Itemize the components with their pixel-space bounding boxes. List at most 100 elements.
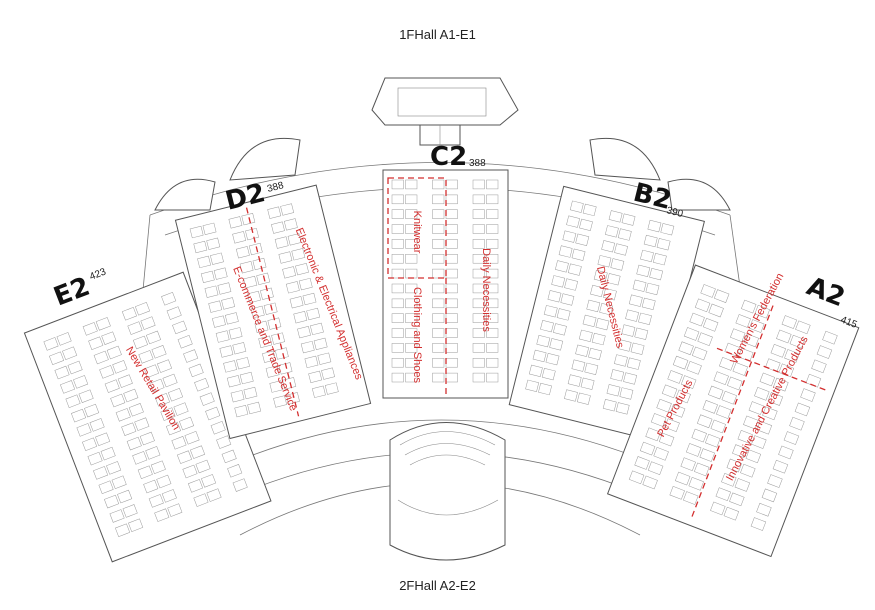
booth [250, 305, 265, 319]
booth [204, 285, 219, 298]
booth [187, 479, 204, 493]
booth [727, 376, 743, 391]
booth [680, 375, 697, 389]
booth [82, 437, 98, 451]
booth [109, 509, 125, 523]
booth [269, 380, 284, 393]
booth [776, 329, 792, 344]
booth [321, 367, 335, 380]
booth [700, 284, 716, 298]
booth [674, 471, 691, 486]
booth [140, 316, 156, 330]
booth [486, 343, 499, 353]
booth [122, 504, 138, 518]
booth [89, 418, 105, 432]
booth [285, 281, 300, 294]
booth [194, 377, 210, 392]
booth [649, 267, 664, 281]
booth [696, 414, 713, 429]
booth [595, 317, 610, 331]
booth [190, 445, 206, 459]
booth [405, 343, 418, 353]
booth-grid-c2 [391, 179, 499, 383]
booth [789, 334, 806, 349]
booth [278, 251, 293, 264]
booth [566, 215, 580, 228]
booth [287, 233, 302, 246]
booth [150, 460, 166, 474]
booth [87, 451, 103, 466]
booth [564, 389, 578, 402]
booth [206, 237, 221, 250]
booth [197, 255, 211, 269]
hall-d2-count: 388 [266, 180, 285, 195]
booth [619, 387, 634, 400]
booth [121, 422, 137, 436]
booth [160, 407, 176, 421]
booth [575, 344, 590, 357]
booth [300, 340, 315, 354]
booth [228, 327, 243, 340]
booth [621, 213, 636, 226]
booth [205, 406, 221, 421]
booth [626, 357, 641, 370]
booth [625, 309, 639, 322]
booth [200, 270, 215, 283]
booth [391, 194, 404, 205]
booth [432, 358, 445, 368]
booth [743, 333, 759, 348]
booth [756, 502, 772, 517]
booth [101, 331, 117, 345]
booth [138, 350, 154, 364]
booth [137, 465, 153, 479]
booth [216, 435, 232, 449]
booth [486, 254, 499, 264]
a2-zone-divider-v [690, 305, 774, 521]
booth [308, 370, 323, 383]
booth [599, 303, 614, 316]
booth [98, 480, 114, 495]
booth-grid-d2 [189, 203, 339, 418]
booth [634, 456, 650, 470]
booth [193, 493, 209, 507]
booth [145, 446, 161, 460]
booth [93, 466, 109, 480]
booth [586, 299, 601, 313]
booth [213, 267, 228, 280]
booth [591, 332, 606, 346]
booth [405, 372, 418, 383]
hall-c2 [382, 169, 509, 399]
booth [558, 245, 573, 258]
booth [212, 315, 226, 328]
booth [582, 203, 597, 217]
booth [405, 209, 418, 219]
booth [165, 421, 182, 436]
booth [754, 304, 770, 319]
booth [445, 254, 458, 264]
booth [283, 218, 298, 231]
booth [71, 408, 87, 423]
booth [208, 300, 223, 313]
booth [702, 400, 718, 414]
booth [575, 233, 590, 246]
booth [710, 501, 726, 516]
booth [621, 324, 636, 337]
booth [472, 224, 485, 234]
booth [54, 365, 70, 380]
booth [162, 373, 178, 388]
booth [556, 308, 571, 321]
booth [445, 224, 458, 234]
booth [391, 179, 404, 190]
booth [405, 328, 418, 338]
booth [243, 386, 258, 400]
booth [156, 359, 173, 373]
bottom-lobby-building [389, 422, 506, 561]
booth-grid-e2 [43, 291, 248, 537]
booth [432, 254, 445, 264]
booth [123, 388, 139, 403]
booth [567, 263, 582, 276]
booth [571, 359, 586, 372]
booth [145, 330, 162, 345]
booth [166, 306, 182, 320]
booth [84, 403, 100, 418]
